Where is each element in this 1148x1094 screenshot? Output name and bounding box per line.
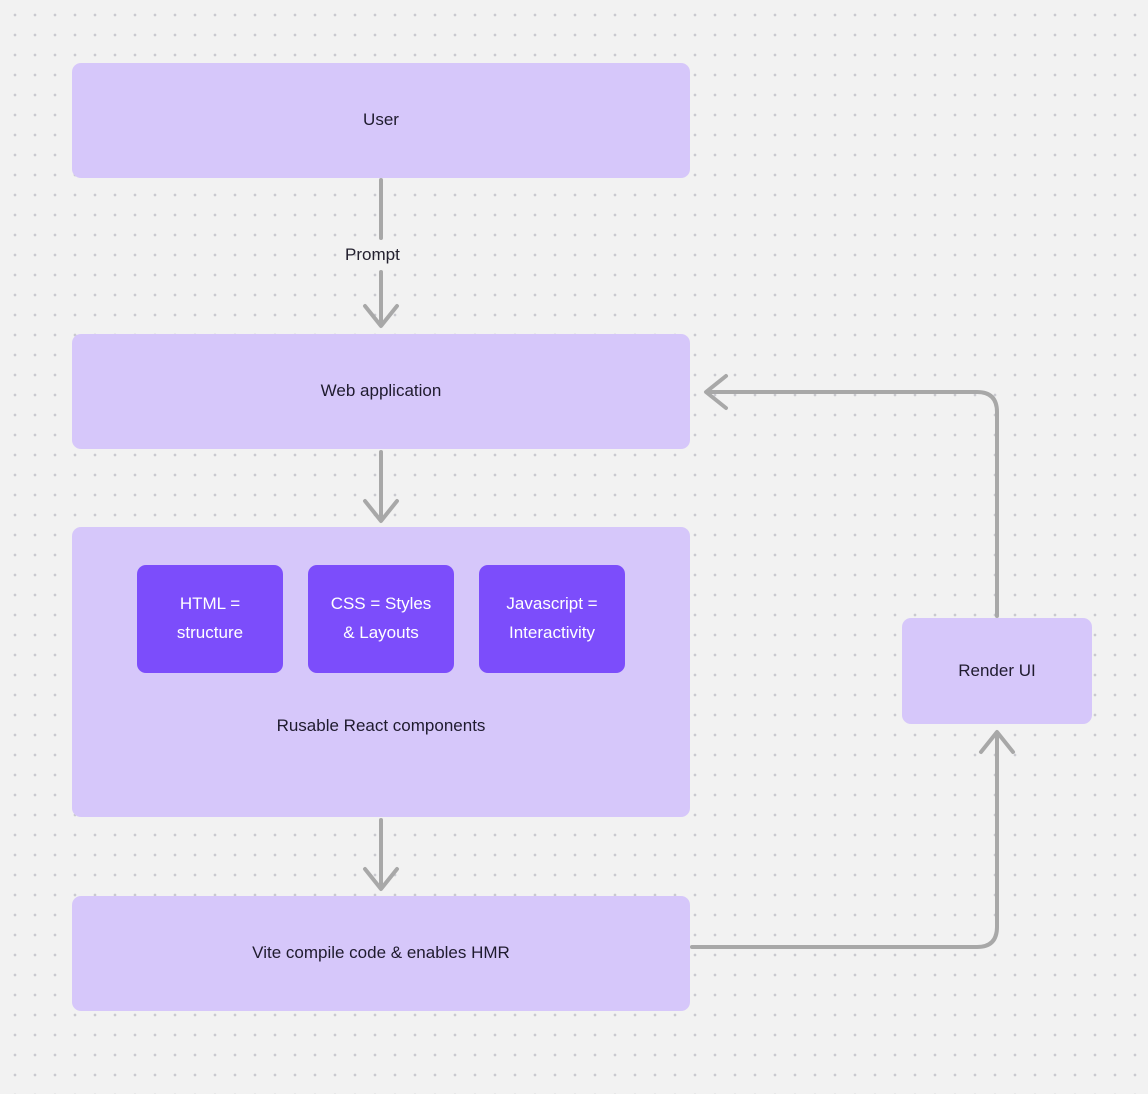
chip-javascript-line1: Javascript = — [506, 594, 598, 614]
chip-html-line1: HTML = — [179, 594, 241, 614]
node-user-label: User — [363, 110, 399, 130]
node-web-application-label: Web application — [320, 381, 442, 401]
edge-vite-render-arrowhead — [979, 730, 1015, 754]
chip-css-line1: CSS = Styles — [330, 594, 432, 614]
edge-vite-render-line — [690, 731, 999, 949]
chip-javascript-text: Javascript = Interactivity — [506, 590, 597, 648]
chip-html[interactable]: HTML = structure — [137, 565, 283, 673]
node-react-components-caption: Rusable React components — [276, 716, 486, 735]
chip-html-text: HTML = structure — [177, 590, 243, 648]
edge-components-vite-arrowhead — [363, 867, 399, 891]
edge-render-webapp-line — [705, 390, 999, 618]
edge-render-webapp-arrowhead — [704, 374, 728, 410]
chip-css-line2: & Layouts — [343, 623, 419, 642]
node-render-ui-label: Render UI — [958, 660, 1036, 680]
chip-javascript-line2: Interactivity — [509, 623, 595, 642]
edge-label-prompt: Prompt — [345, 245, 400, 264]
chip-html-line2: structure — [176, 623, 244, 642]
chip-css-text: CSS = Styles & Layouts — [331, 590, 432, 648]
chip-javascript[interactable]: Javascript = Interactivity — [479, 565, 625, 673]
node-react-components-group[interactable]: HTML = structure CSS = Styles & Layouts … — [72, 527, 690, 817]
node-vite-label: Vite compile code & enables HMR — [252, 943, 510, 963]
chip-css[interactable]: CSS = Styles & Layouts — [308, 565, 454, 673]
node-render-ui[interactable]: Render UI — [902, 618, 1092, 724]
chip-row: HTML = structure CSS = Styles & Layouts … — [72, 565, 690, 673]
edge-webapp-components-arrowhead — [363, 499, 399, 523]
edge-user-webapp-arrowhead — [363, 304, 399, 328]
node-vite[interactable]: Vite compile code & enables HMR — [72, 896, 690, 1011]
node-user[interactable]: User — [72, 63, 690, 178]
node-web-application[interactable]: Web application — [72, 334, 690, 449]
